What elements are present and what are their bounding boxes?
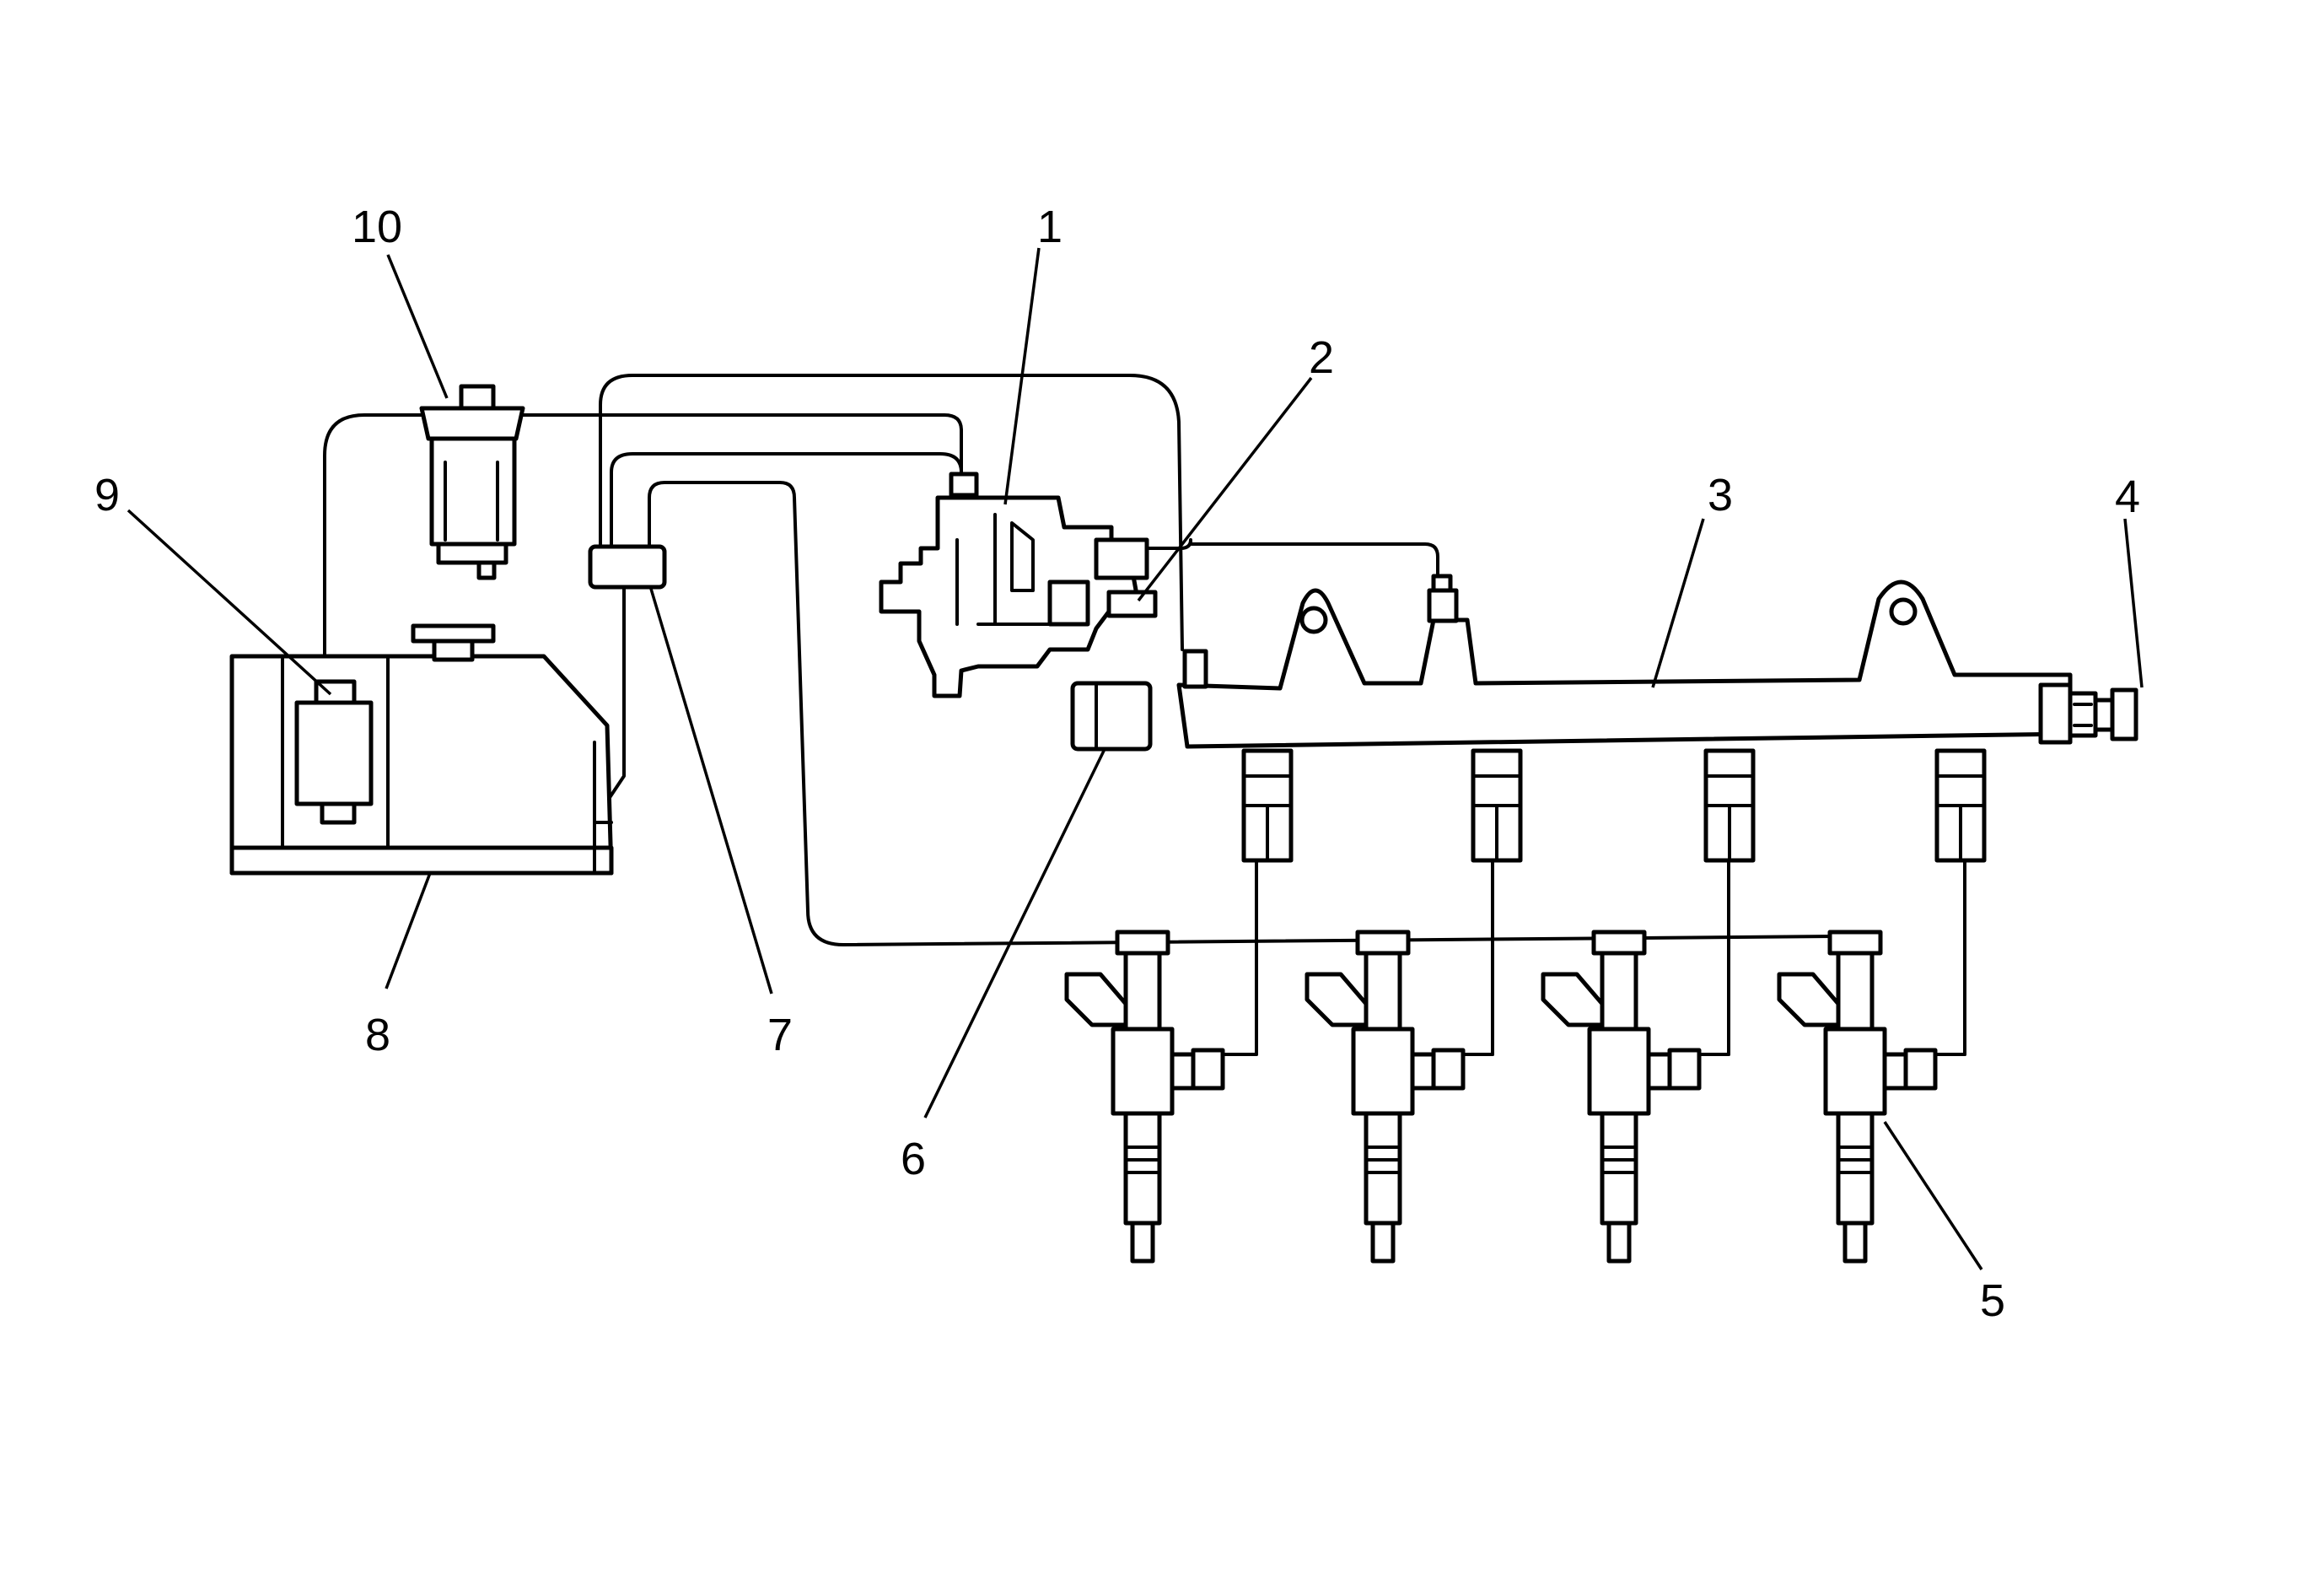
filter-feed-line — [323, 413, 423, 668]
callout-1: 1 — [1037, 202, 1062, 252]
leader-8 — [385, 872, 432, 989]
fuel-line-connector — [588, 544, 667, 590]
leader-5 — [1883, 1121, 1983, 1270]
callout-8: 8 — [365, 1010, 390, 1060]
fuel-tank — [229, 623, 614, 876]
injector-3 — [1543, 932, 1730, 1261]
leader-6 — [923, 748, 1106, 1119]
callout-5: 5 — [1980, 1275, 2005, 1326]
rail-outlet-4 — [1937, 751, 1984, 1056]
leader-4 — [2123, 518, 2144, 688]
pressure-control-valve — [1094, 537, 1170, 618]
injector-2 — [1307, 932, 1494, 1261]
fuel-filter — [419, 384, 525, 580]
callout-6: 6 — [901, 1134, 926, 1184]
callout-4: 4 — [2115, 472, 2140, 522]
injector-return-line — [648, 481, 1840, 946]
leader-9 — [126, 509, 332, 696]
return-to-tank-line — [605, 580, 626, 803]
high-pressure-line — [1132, 538, 1439, 575]
rail-outlet-2 — [1473, 751, 1520, 1056]
leader-2 — [1137, 376, 1313, 602]
in-tank-fuel-pump — [294, 679, 374, 825]
pump-feed-line — [599, 374, 1184, 651]
pressure-limiting-valve — [2038, 682, 2138, 745]
callout-9: 9 — [94, 470, 120, 520]
callout-3: 3 — [1708, 470, 1733, 520]
leader-1 — [1003, 247, 1041, 505]
callout-2: 2 — [1309, 332, 1334, 383]
rail-outlet-3 — [1706, 751, 1753, 1056]
callout-7: 7 — [767, 1010, 793, 1060]
rail-pressure-sensor — [1070, 681, 1153, 752]
filter-to-pump-line — [521, 413, 963, 474]
high-pressure-pump — [879, 472, 1139, 698]
callout-10: 10 — [352, 202, 402, 252]
leader-10 — [386, 254, 449, 399]
fuel-rail — [1176, 574, 2073, 749]
injector-1 — [1067, 932, 1258, 1261]
leader-3 — [1651, 518, 1705, 688]
rail-outlet-1 — [1244, 751, 1291, 1056]
leader-7 — [649, 588, 773, 995]
injector-4 — [1779, 932, 1966, 1261]
